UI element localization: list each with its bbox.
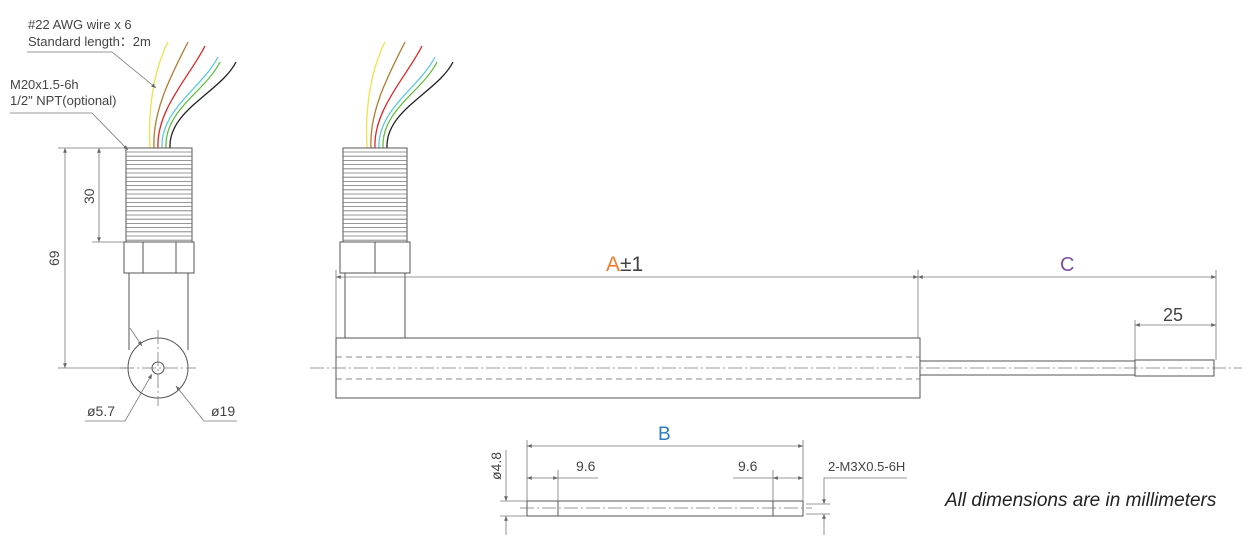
- svg-text:A±1: A±1: [606, 253, 643, 276]
- wire-cyan: [161, 56, 219, 149]
- wire-black: [169, 61, 237, 149]
- wire-bundle-main: [365, 41, 454, 149]
- dim-a-letter: A: [606, 253, 620, 276]
- thread-callout-line1: M20x1.5-6h: [10, 77, 79, 92]
- wire-yellow: [148, 41, 169, 149]
- dim-rod-diameter: ø4.8: [488, 452, 504, 480]
- wire-brown: [370, 41, 406, 149]
- wire-red: [157, 45, 206, 149]
- units-note: All dimensions are in millimeters: [944, 490, 1217, 511]
- dim-30: 30: [81, 188, 97, 204]
- wire-green: [382, 61, 438, 149]
- dim-c: C: [1060, 254, 1074, 276]
- dim-b: B: [658, 424, 671, 445]
- hex-nut: [123, 241, 195, 274]
- dim-a-tolerance: ±1: [620, 253, 643, 276]
- rod-detail: B 9.6 9.6 ø4.8 2-M3X0.5-6H: [488, 424, 907, 535]
- side-view: 69 30 ø5.7 ø19 #22 AWG wire x 6 Standard…: [10, 17, 237, 422]
- dim-right-thread-depth: 9.6: [738, 458, 758, 474]
- wire-black: [386, 61, 454, 149]
- wire-yellow: [365, 41, 386, 149]
- wire-brown: [153, 41, 189, 149]
- dim-25: 25: [1163, 305, 1183, 325]
- dim-inner-diameter: ø5.7: [87, 403, 115, 419]
- thread-ribs: [126, 151, 192, 241]
- dim-outer-diameter: ø19: [211, 403, 235, 419]
- wire-callout-line2: Standard length：2m: [28, 34, 151, 49]
- thread-callout-line2: 1/2" NPT(optional): [10, 93, 117, 108]
- wire-bundle-left: [148, 41, 237, 149]
- dim-rod-thread: 2-M3X0.5-6H: [828, 459, 905, 474]
- dim-left-thread-depth: 9.6: [576, 458, 596, 474]
- wire-cyan: [378, 56, 436, 149]
- rod-body: [526, 500, 804, 517]
- wire-green: [165, 61, 221, 149]
- dim-69: 69: [46, 250, 62, 266]
- wire-red: [374, 45, 423, 149]
- thread-ribs: [343, 151, 407, 241]
- wire-callout-line1: #22 AWG wire x 6: [28, 17, 132, 32]
- front-view: A±1 C 25: [310, 41, 1242, 399]
